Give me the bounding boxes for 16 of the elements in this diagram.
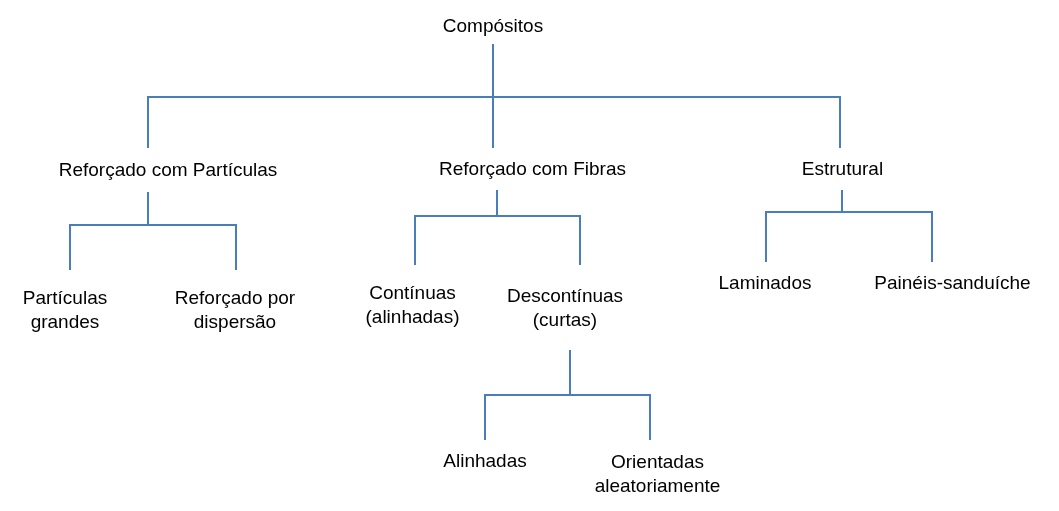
- category-label: Compósitos: [413, 8, 573, 44]
- category-label: Laminados: [700, 262, 830, 304]
- category-label: Alinhadas: [425, 440, 545, 482]
- category-label: Partículas grandes: [0, 270, 130, 350]
- category-label: Estrutural: [770, 148, 915, 190]
- category-label: Reforçado com Fibras: [400, 148, 665, 190]
- connector-line: [569, 349, 651, 441]
- connector-line: [841, 189, 933, 263]
- category-label: Reforçado por dispersão: [160, 270, 310, 350]
- category-label: Orientadas aleatoriamente: [575, 440, 740, 508]
- connector-line: [492, 43, 841, 149]
- category-label: Painéis-sanduíche: [850, 262, 1055, 304]
- category-label: Descontínuas (curtas): [495, 265, 635, 350]
- category-label: Reforçado com Partículas: [18, 148, 318, 192]
- connector-line: [147, 191, 237, 271]
- category-label: Contínuas (alinhadas): [345, 265, 480, 345]
